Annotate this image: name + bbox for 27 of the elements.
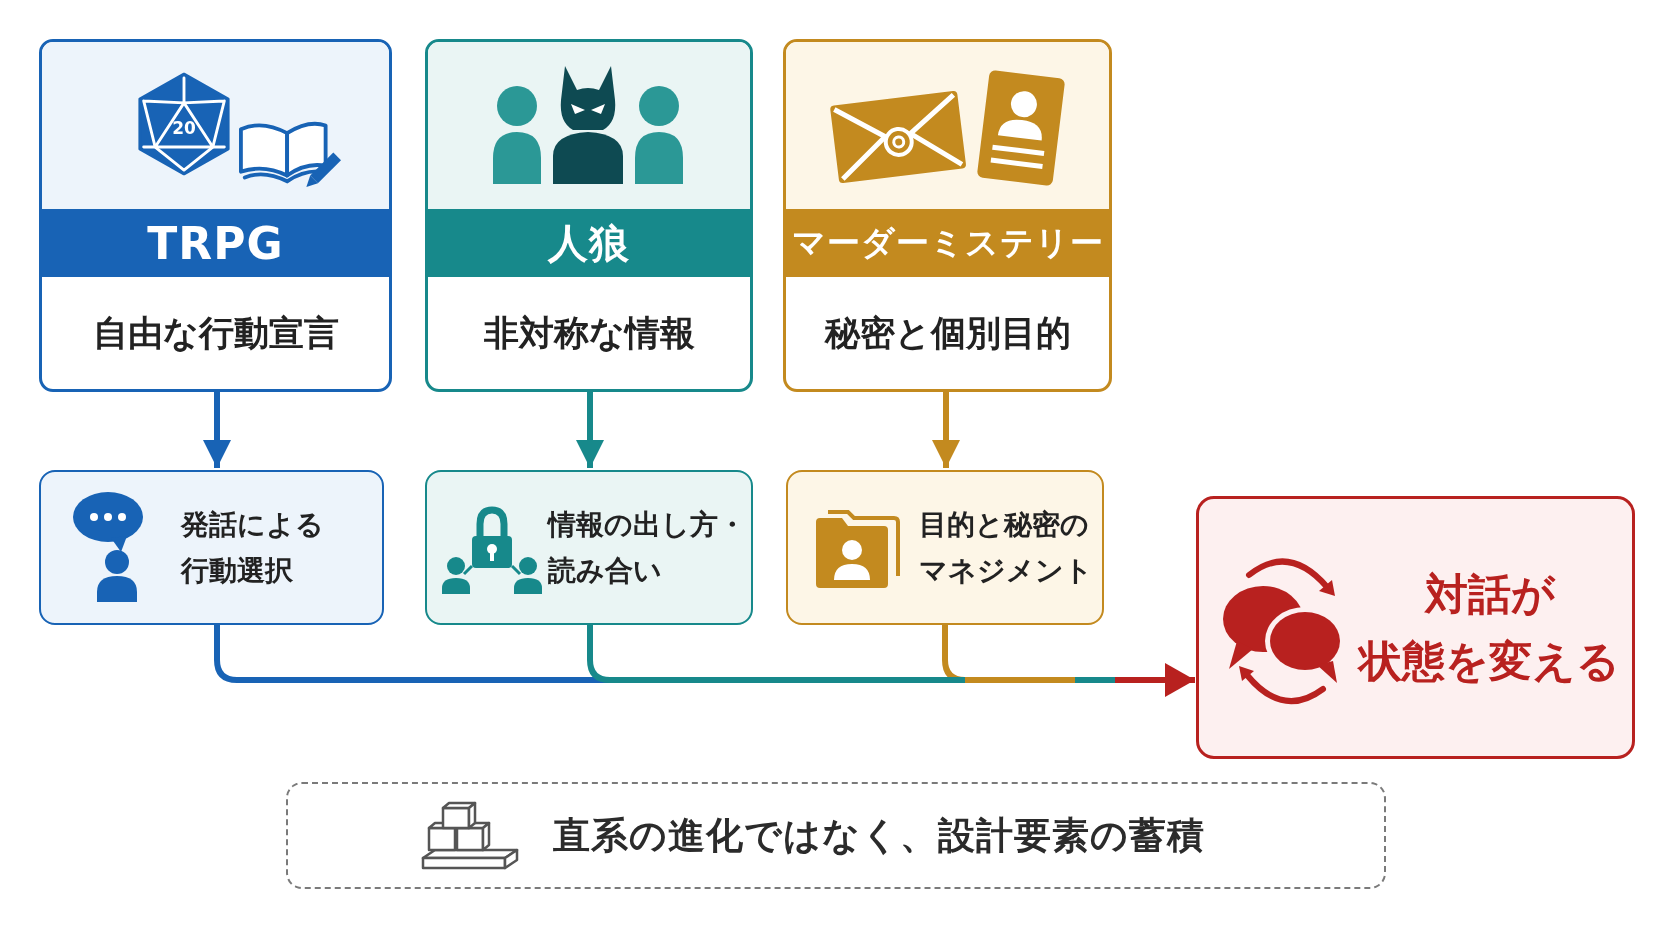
- category-title: 人狼: [428, 209, 750, 277]
- die-number: 20: [171, 117, 197, 139]
- mechanic-text: 発話による行動選択: [181, 506, 325, 589]
- arrow: [1115, 663, 1195, 697]
- category-title: マーダーミステリー: [786, 209, 1109, 277]
- note-text: 直系の進化ではなく、設計要素の蓄積: [553, 812, 1205, 859]
- category-feature: 秘密と個別目的: [824, 311, 1071, 355]
- category-card: [39, 39, 392, 392]
- result-box: [1196, 496, 1635, 759]
- arrow: [203, 392, 231, 468]
- mechanic-text: 目的と秘密のマネジメント: [919, 506, 1094, 589]
- mechanic-box: [425, 470, 753, 625]
- connector-line: [610, 677, 965, 683]
- arrow: [576, 392, 604, 468]
- category-card: [783, 39, 1112, 392]
- category-title: TRPG: [42, 209, 389, 277]
- category-card: [425, 39, 753, 392]
- connector-line: [1075, 677, 1115, 683]
- category-feature: 非対称な情報: [483, 311, 695, 355]
- note-box: [286, 782, 1386, 889]
- mechanic-box: [39, 470, 384, 625]
- connector-line: [965, 677, 1075, 683]
- category-feature: 自由な行動宣言: [92, 311, 339, 355]
- connector-line: [587, 625, 613, 683]
- mechanic-text: 情報の出し方・読み合い: [548, 506, 747, 589]
- mechanic-box: [786, 470, 1104, 625]
- arrow: [932, 392, 960, 468]
